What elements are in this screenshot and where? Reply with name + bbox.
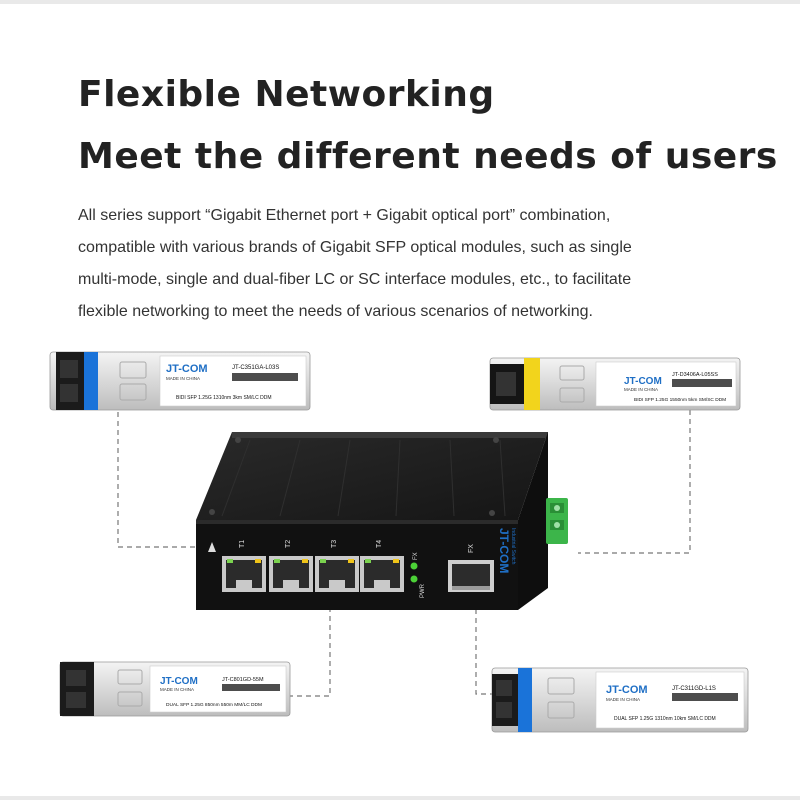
link-top-left (117, 412, 196, 548)
module-tr-model: JT-D3406A-L05SS (672, 372, 718, 378)
ethernet-port-4[interactable] (360, 556, 404, 592)
module-bl-brand: JT-COM (160, 676, 198, 687)
description-line-4: flexible networking to meet the needs of… (78, 303, 593, 320)
sfp-module-bottom-right: JT-COM MADE IN CHINA JT-C311GD-L1S DUAL … (491, 667, 749, 733)
status-leds: FX PWR (410, 552, 426, 598)
switch-subtitle: Industrial Switch (510, 528, 516, 565)
power-terminal (546, 498, 568, 544)
port-label-t2: T2 (285, 540, 292, 548)
module-tl-spec: BIDI SFP 1.25G 1310nm 3km SM/LC DDM (176, 395, 272, 401)
module-tr-brand: JT-COM (624, 376, 662, 387)
ethernet-port-2[interactable] (269, 556, 313, 592)
heading-line-1: Flexible Networking (78, 74, 495, 115)
module-tl-model: JT-C351GA-L03S (232, 365, 279, 371)
description: All series support “Gigabit Ethernet por… (78, 200, 718, 328)
link-bottom-left (290, 598, 331, 697)
sfp-port[interactable] (448, 560, 494, 592)
module-bl-origin: MADE IN CHINA (160, 687, 194, 692)
industrial-switch: T1 T2 T3 T4 (196, 432, 568, 610)
bottom-divider (0, 796, 800, 800)
link-bottom-right (475, 600, 492, 695)
module-br-model: JT-C311GD-L1S (672, 686, 716, 692)
module-br-origin: MADE IN CHINA (606, 697, 640, 702)
ethernet-port-3[interactable] (315, 556, 359, 592)
module-tr-origin: MADE IN CHINA (624, 387, 658, 392)
switch-brand: JT-COM (497, 528, 511, 573)
led-label-fx: FX (413, 552, 419, 560)
description-line-1: All series support “Gigabit Ethernet por… (78, 207, 611, 224)
module-bl-model: JT-C801GD-55M (222, 677, 264, 683)
description-line-3: multi-mode, single and dual-fiber LC or … (78, 271, 632, 288)
description-line-2: compatible with various brands of Gigabi… (78, 239, 632, 256)
heading-line-2: Meet the different needs of users (78, 136, 778, 177)
module-tr-spec: BIDI SFP 1.25G 1550nm 5km SM/SC DDM (634, 397, 726, 403)
port-label-t4: T4 (376, 540, 383, 548)
module-tl-origin: MADE IN CHINA (166, 376, 200, 381)
sfp-module-top-right: JT-COM MADE IN CHINA JT-D3406A-L05SS BID… (489, 357, 741, 411)
module-br-brand: JT-COM (606, 684, 648, 696)
port-label-t1: T1 (239, 540, 246, 548)
module-bl-spec: DUAL SFP 1.25G 850nm 550m MM/LC DDM (166, 702, 262, 708)
sfp-module-bottom-left: JT-COM MADE IN CHINA JT-C801GD-55M DUAL … (59, 661, 291, 717)
module-tl-brand: JT-COM (166, 363, 208, 375)
sfp-module-top-left: JT-COM MADE IN CHINA JT-C351GA-L03S BIDI… (49, 351, 311, 411)
module-br-spec: DUAL SFP 1.25G 1310nm 10km SM/LC DDM (614, 716, 716, 722)
connection-lines (117, 410, 691, 697)
led-label-pwr: PWR (420, 583, 426, 598)
ethernet-port-1[interactable] (222, 556, 266, 592)
fx-port-label: FX (468, 544, 475, 553)
top-divider (0, 0, 800, 4)
network-illustration: T1 T2 T3 T4 (49, 351, 749, 733)
port-label-t3: T3 (331, 540, 338, 548)
link-top-right (578, 410, 691, 554)
